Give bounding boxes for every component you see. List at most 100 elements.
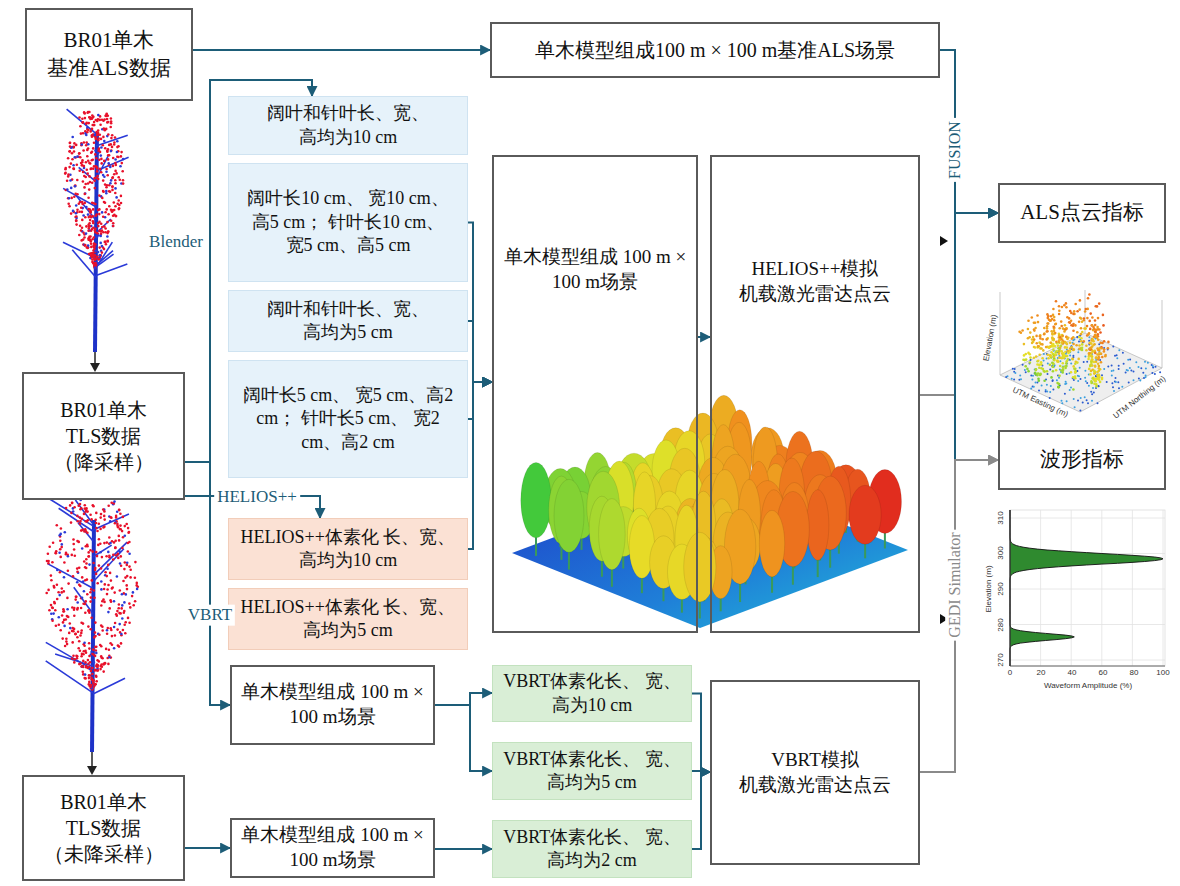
drawing-part	[112, 553, 115, 556]
connector-arrow	[193, 49, 490, 51]
drawing-part	[1031, 378, 1033, 380]
drawing-part	[1098, 385, 1100, 387]
drawing-part	[90, 151, 93, 154]
drawing-part	[105, 648, 108, 651]
drawing-part	[63, 561, 66, 564]
drawing-part	[128, 531, 131, 534]
drawing-part	[110, 117, 113, 120]
drawing-part	[1091, 393, 1093, 395]
drawing-part	[78, 152, 81, 155]
drawing-part	[1091, 338, 1094, 341]
drawing-part	[1050, 351, 1053, 354]
drawing-part	[1114, 355, 1116, 357]
drawing-part	[80, 665, 83, 668]
drawing-part	[1078, 321, 1081, 324]
drawing-part	[1046, 337, 1049, 340]
drawing-part	[59, 548, 62, 551]
drawing-part	[50, 604, 53, 607]
drawing-part	[107, 158, 110, 161]
drawing-part	[79, 662, 82, 665]
drawing-part	[99, 254, 102, 257]
drawing-part	[1051, 318, 1054, 321]
drawing-part	[1040, 510, 1041, 666]
drawing-part	[1062, 362, 1065, 365]
drawing-part	[76, 179, 79, 182]
drawing-part	[1066, 346, 1069, 349]
drawing-part	[59, 508, 93, 531]
drawing-part	[129, 568, 132, 571]
drawing-part	[1049, 319, 1052, 322]
drawing-part	[90, 243, 93, 246]
drawing-part	[92, 681, 95, 684]
drawing-part	[1011, 378, 1013, 380]
drawing-part	[97, 137, 100, 140]
drawing-part	[94, 264, 97, 267]
drawing-part	[94, 519, 97, 522]
drawing-part	[1102, 314, 1105, 317]
drawing-part	[1031, 342, 1034, 345]
drawing-part	[87, 182, 90, 185]
drawing-part	[82, 121, 85, 124]
drawing-part	[46, 661, 93, 693]
drawing-part	[1071, 510, 1072, 666]
drawing-part	[65, 637, 68, 640]
drawing-part	[1069, 341, 1072, 344]
drawing-part	[106, 151, 109, 154]
drawing-part	[1072, 343, 1075, 346]
drawing-part	[1050, 355, 1053, 358]
drawing-part	[79, 520, 82, 523]
drawing-part	[1067, 336, 1070, 339]
drawing-part	[1155, 366, 1157, 368]
drawing-part	[98, 564, 101, 567]
tree-trunk	[92, 520, 94, 752]
drawing-part	[101, 251, 104, 254]
drawing-part	[1079, 410, 1081, 412]
drawing-part	[59, 556, 62, 559]
drawing-part	[81, 164, 84, 167]
drawing-part	[87, 238, 90, 241]
drawing-part	[106, 235, 109, 238]
drawing-part	[1096, 326, 1099, 329]
drawing-part	[85, 225, 88, 228]
drawing-part	[123, 612, 126, 615]
drawing-part	[1084, 370, 1086, 372]
drawing-part	[97, 152, 100, 155]
drawing-part	[1060, 369, 1063, 372]
drawing-part	[82, 171, 85, 174]
drawing-part	[94, 251, 97, 254]
drawing-part	[1020, 331, 1023, 334]
drawing-part	[1107, 366, 1109, 368]
connector-arrow	[692, 772, 710, 849]
drawing-part	[68, 632, 71, 635]
drawing-part	[107, 663, 110, 666]
drawing-part	[100, 223, 103, 226]
drawing-part	[1135, 361, 1137, 363]
drawing-part	[54, 552, 57, 555]
drawing-part	[1049, 345, 1052, 348]
drawing-part	[1046, 370, 1049, 373]
drawing-part	[111, 185, 114, 188]
drawing-part	[87, 196, 90, 199]
drawing-part	[1113, 390, 1115, 392]
drawing-part	[1074, 406, 1076, 408]
drawing-part	[96, 156, 108, 179]
flow-arrow	[87, 766, 97, 775]
drawing-part	[80, 655, 83, 658]
drawing-part	[76, 636, 79, 639]
drawing-part	[1027, 337, 1030, 340]
drawing-part	[1095, 357, 1098, 360]
drawing-part	[99, 242, 102, 245]
drawing-part	[98, 230, 101, 233]
drawing-part	[1097, 402, 1099, 404]
drawing-part	[1106, 381, 1108, 383]
drawing-part	[119, 562, 122, 565]
drawing-part	[1049, 342, 1052, 345]
drawing-part	[99, 134, 102, 137]
drawing-part	[1061, 400, 1063, 402]
drawing-part	[126, 575, 129, 578]
drawing-part	[72, 538, 75, 541]
drawing-part	[120, 642, 123, 645]
drawing-part	[136, 588, 139, 591]
drawing-part	[73, 661, 76, 664]
drawing-part	[87, 551, 90, 554]
